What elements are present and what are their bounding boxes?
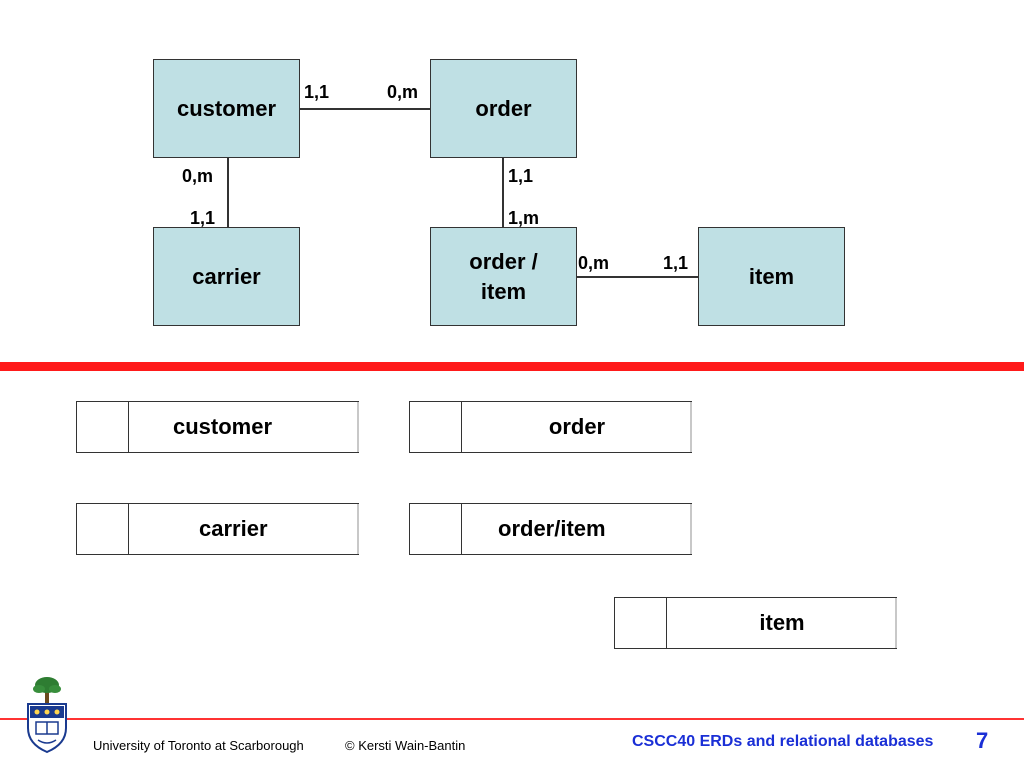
cardinality-order-orderitem-top: 1,1 (508, 166, 534, 186)
table-key-cell (410, 504, 462, 554)
entity-item: item (698, 227, 845, 326)
table-name: order (548, 414, 606, 439)
footer-copyright: © Kersti Wain-Bantin (345, 738, 466, 753)
table-key-cell (77, 504, 129, 554)
table-edge (690, 504, 692, 554)
section-divider (0, 362, 1024, 371)
page-number: 7 (976, 728, 989, 753)
table-edge (357, 402, 359, 452)
table-order-item: order/item (409, 503, 692, 555)
table-name: carrier (199, 516, 268, 541)
footer-institution: University of Toronto at Scarborough (93, 738, 304, 753)
table-name: item (759, 610, 805, 635)
table-edge (357, 504, 359, 554)
table-key-cell (410, 402, 462, 452)
table-name: customer (173, 414, 273, 439)
relationship-line-orderitem-item (576, 276, 698, 278)
table-order: order (409, 401, 692, 453)
cardinality-orderitem-item-right: 1,1 (663, 253, 689, 273)
footer-divider (0, 718, 1024, 720)
table-item: item (614, 597, 897, 649)
entity-order-item: order / item (430, 227, 577, 326)
relationship-line-order-orderitem (502, 158, 504, 227)
table-key-cell (77, 402, 129, 452)
relationship-line-customer-carrier (227, 158, 229, 227)
cardinality-customer-order-right: 0,m (387, 82, 419, 102)
cardinality-order-orderitem-bottom: 1,m (508, 208, 540, 228)
entity-customer: customer (153, 59, 300, 158)
cardinality-customer-carrier-bottom: 1,1 (190, 208, 216, 228)
entity-carrier: carrier (153, 227, 300, 326)
entity-order: order (430, 59, 577, 158)
table-key-cell (615, 598, 667, 648)
table-carrier: carrier (76, 503, 359, 555)
university-crest-icon (22, 676, 72, 756)
cardinality-customer-carrier-top: 0,m (182, 166, 214, 186)
cardinality-orderitem-item-left: 0,m (578, 253, 610, 273)
relationship-line-customer-order (300, 108, 430, 110)
table-name: order/item (498, 516, 606, 541)
footer-course-title: CSCC40 ERDs and relational databases (632, 733, 934, 750)
table-edge (690, 402, 692, 452)
table-edge (895, 598, 897, 648)
cardinality-customer-order-left: 1,1 (304, 82, 330, 102)
table-customer: customer (76, 401, 359, 453)
